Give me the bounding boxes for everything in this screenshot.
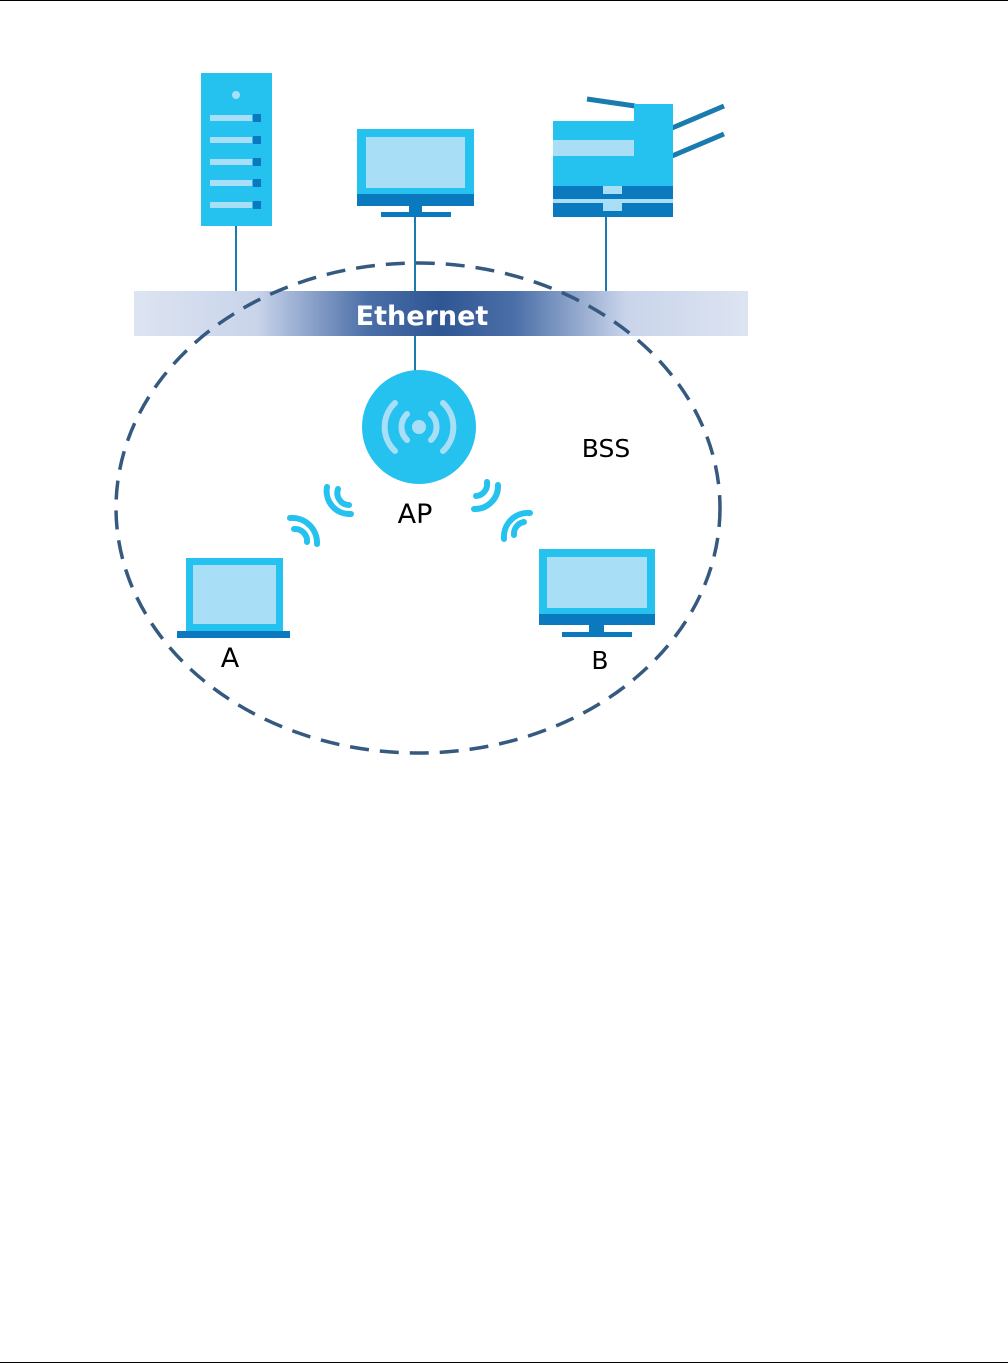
ethernet-label: Ethernet (356, 301, 489, 332)
server-icon (201, 73, 272, 226)
ap-label: AP (398, 499, 433, 530)
laptop-icon (177, 558, 290, 638)
station-a-label: A (221, 643, 240, 674)
bss-label: BSS (582, 434, 630, 463)
printer-icon (553, 99, 724, 217)
access-point-icon (362, 370, 476, 484)
ethernet-bus: Ethernet (134, 291, 748, 336)
desktop-monitor-icon (357, 129, 474, 217)
monitor-icon (539, 549, 655, 637)
station-b-label: B (591, 646, 608, 675)
